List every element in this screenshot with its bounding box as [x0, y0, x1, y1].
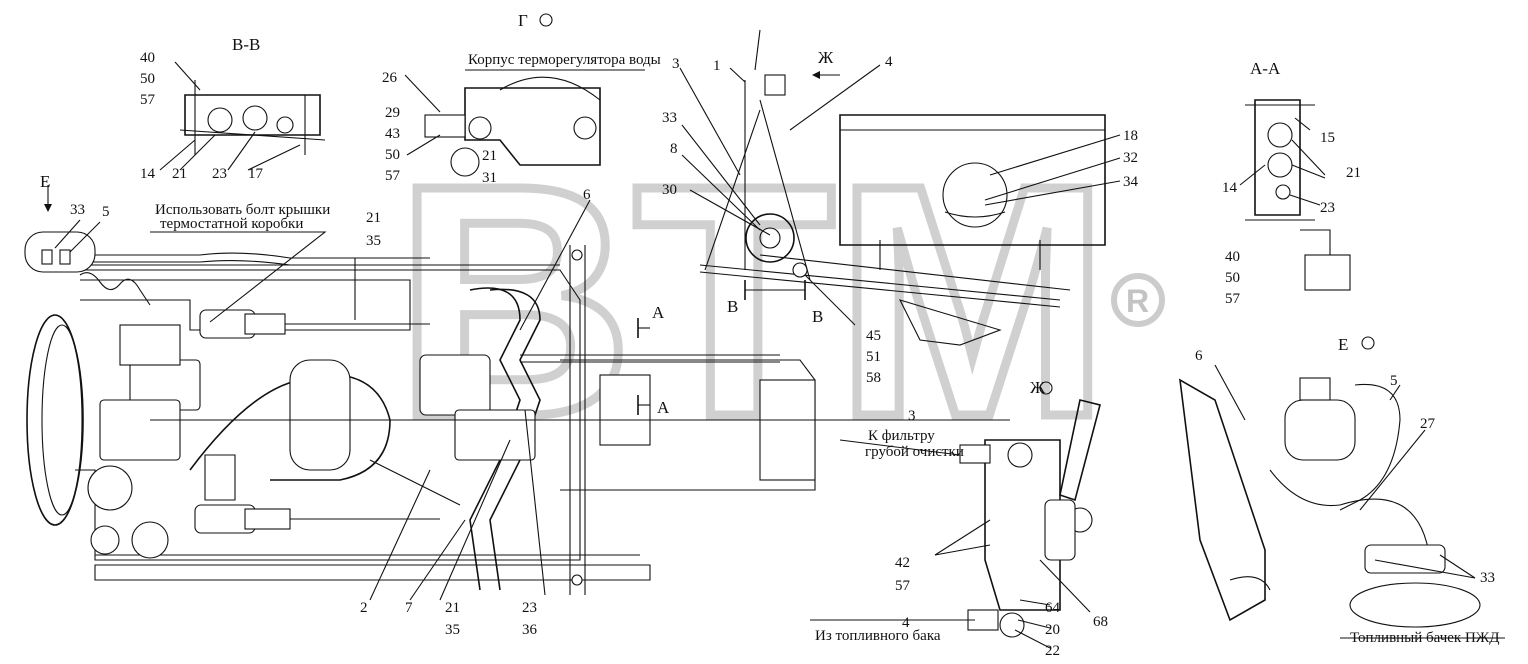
- callout-32: 32: [1123, 150, 1138, 166]
- callout-21: 21: [366, 210, 381, 226]
- callout-50: 50: [385, 147, 400, 163]
- callout-42: 42: [895, 555, 910, 571]
- callout-20: 20: [1045, 622, 1060, 638]
- callout-14: 14: [140, 166, 156, 182]
- section-mark-a-bottom: А: [657, 398, 670, 417]
- callout-26: 26: [382, 70, 398, 86]
- callout-23: 23: [1320, 200, 1335, 216]
- callout-43: 43: [385, 126, 400, 142]
- callout-68: 68: [1093, 614, 1108, 630]
- view-zh-marker: Ж: [818, 48, 834, 67]
- caption-thermostat-housing: Корпус терморегулятора воды: [468, 52, 661, 68]
- callout-34: 34: [1123, 174, 1139, 190]
- callout-8: 8: [670, 141, 678, 157]
- callout-33: 33: [662, 110, 677, 126]
- callout-23: 23: [212, 166, 227, 182]
- callout-21: 21: [1346, 165, 1361, 181]
- callout-1: 1: [713, 58, 721, 74]
- section-bb: [179, 80, 326, 155]
- caption-pzhd-tank: Топливный бачек ПЖД: [1350, 630, 1499, 646]
- callout-35: 35: [366, 233, 381, 249]
- registered-letter: R: [1126, 283, 1149, 319]
- callout-5: 5: [1390, 373, 1398, 389]
- callout-58: 58: [866, 370, 881, 386]
- callout-22: 22: [1045, 643, 1060, 659]
- caption-thermostat-bolt-2: термостатной коробки: [160, 216, 303, 232]
- callout-4: 4: [902, 615, 910, 631]
- callout-4: 4: [885, 54, 893, 70]
- callout-33: 33: [70, 202, 85, 218]
- section-bb-title: В-В: [232, 35, 260, 54]
- caption-filter-2: грубой очистки: [865, 444, 964, 460]
- section-mark-b-right: В: [812, 307, 823, 326]
- callout-6: 6: [1195, 348, 1203, 364]
- air-cleaner-body: [289, 359, 351, 471]
- section-aa-title: А-А: [1250, 59, 1281, 78]
- view-g-title: Г: [518, 11, 528, 30]
- callout-33: 33: [1480, 570, 1495, 586]
- callout-21: 21: [445, 600, 460, 616]
- view-g: [424, 69, 645, 177]
- callout-15: 15: [1320, 130, 1335, 146]
- callout-57: 57: [385, 168, 401, 184]
- view-e-pzhd: [1179, 377, 1481, 628]
- callout-40: 40: [140, 50, 155, 66]
- callout-30: 30: [662, 182, 677, 198]
- callout-6: 6: [583, 187, 591, 203]
- fuel-filter: [745, 213, 795, 263]
- view-zh-title: Ж: [1030, 378, 1046, 397]
- callout-3: 3: [672, 56, 680, 72]
- callout-45: 45: [866, 328, 881, 344]
- callout-40: 40: [1225, 249, 1240, 265]
- view-e-marker: Е: [40, 172, 50, 191]
- callout-35: 35: [445, 622, 460, 638]
- caption-from-tank: Из топливного бака: [815, 628, 941, 644]
- callout-57: 57: [1225, 291, 1241, 307]
- callout-29: 29: [385, 105, 400, 121]
- callout-64: 64: [1045, 600, 1061, 616]
- engine-main-view: [26, 29, 1106, 595]
- caption-thermostat-bolt-1: Использовать болт крышки: [155, 202, 330, 218]
- callout-23: 23: [522, 600, 537, 616]
- caption-filter-1: К фильтру: [868, 428, 935, 444]
- section-mark-b-left: В: [727, 297, 738, 316]
- callout-36: 36: [522, 622, 538, 638]
- registered-mark-icon: [1111, 273, 1165, 327]
- callout-27: 27: [1420, 416, 1436, 432]
- callout-21: 21: [482, 148, 497, 164]
- callout-5: 5: [102, 204, 110, 220]
- callout-31: 31: [482, 170, 497, 186]
- section-aa: [1245, 99, 1351, 291]
- callout-57: 57: [895, 578, 911, 594]
- view-e-title: Е: [1338, 335, 1348, 354]
- callout-14: 14: [1222, 180, 1238, 196]
- pulley: [26, 314, 84, 526]
- detail-e-fittings: [24, 231, 96, 273]
- callout-51: 51: [866, 349, 881, 365]
- callout-3: 3: [908, 408, 916, 424]
- markers: [44, 13, 1375, 415]
- labels: В-В Г Е Ж А-А Ж Е Корпус терморегулятора…: [40, 11, 1499, 659]
- callout-21: 21: [172, 166, 187, 182]
- callout-17: 17: [248, 166, 264, 182]
- callout-50: 50: [140, 71, 155, 87]
- section-mark-a-top: А: [652, 303, 665, 322]
- callout-57: 57: [140, 92, 156, 108]
- callout-2: 2: [360, 600, 368, 616]
- callout-18: 18: [1123, 128, 1138, 144]
- callout-7: 7: [405, 600, 413, 616]
- view-zh: [959, 399, 1101, 638]
- fuel-tank: [839, 114, 1106, 246]
- callout-50: 50: [1225, 270, 1240, 286]
- leader-lines: [54, 61, 1505, 649]
